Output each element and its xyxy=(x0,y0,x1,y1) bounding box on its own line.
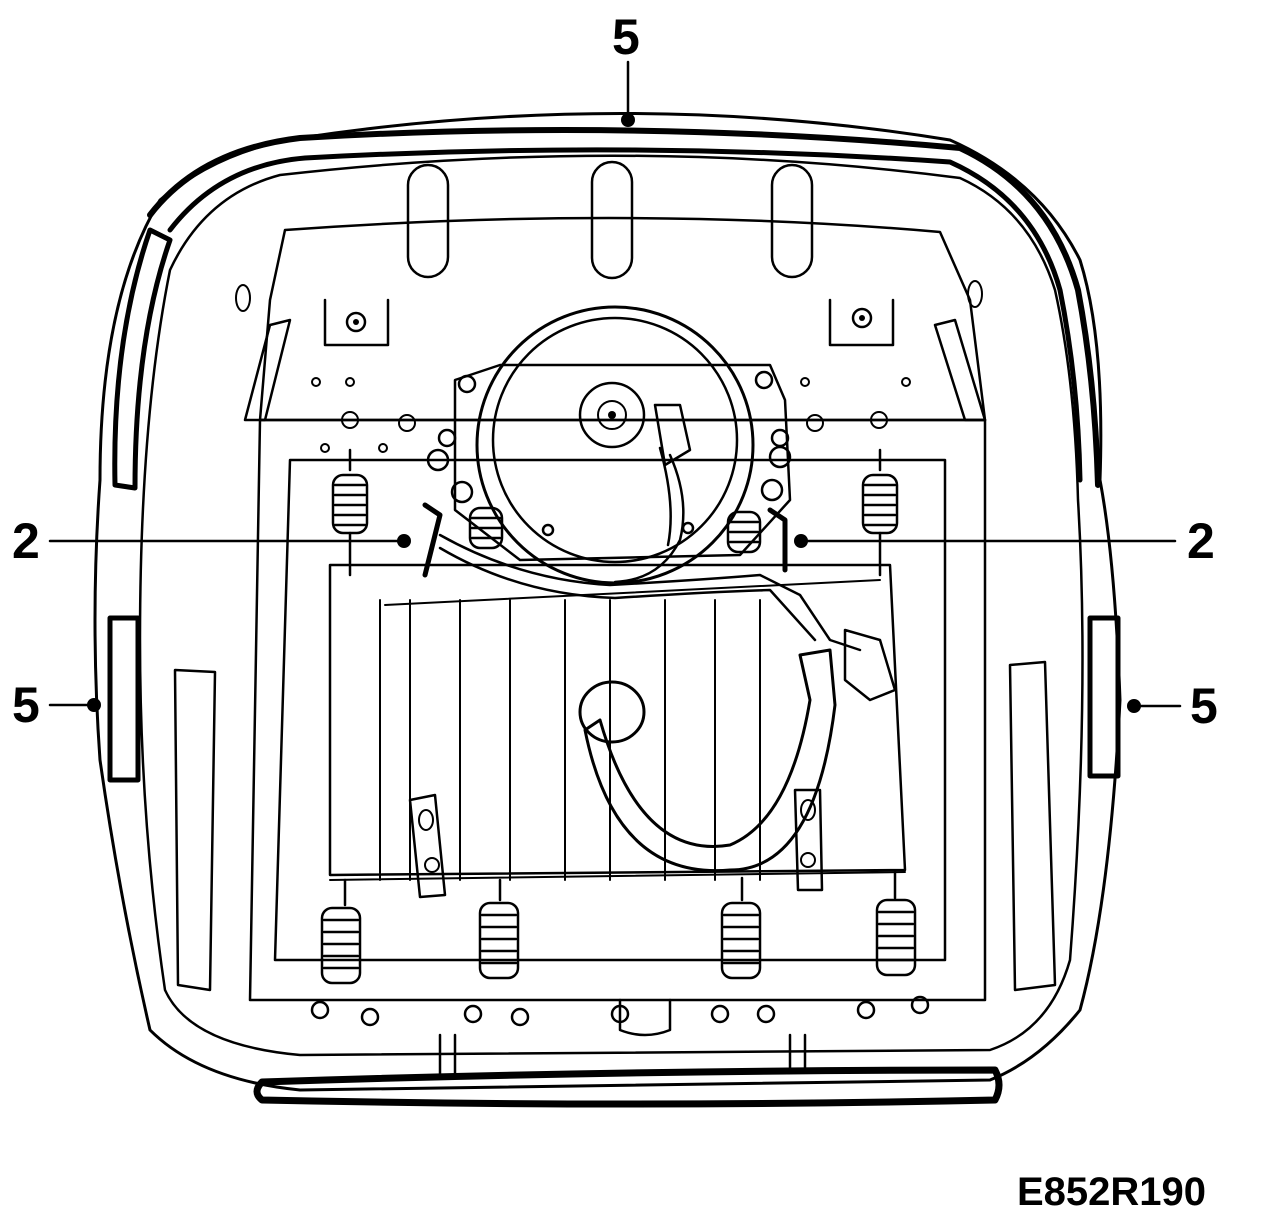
upper-tension-springs xyxy=(331,448,899,577)
right-side-trim-strip xyxy=(1087,615,1121,779)
hose-end-fitting xyxy=(578,680,646,744)
left-motor-clip xyxy=(422,502,443,578)
blower-motor-hub xyxy=(578,381,646,449)
mount-bolt-left xyxy=(345,311,367,333)
callout-left-mid: 2 xyxy=(12,513,40,569)
blower-motor-shaft xyxy=(597,400,627,430)
frame-side-left xyxy=(243,318,292,422)
bottom-trim-strip xyxy=(253,1066,1003,1108)
slot-hole-left xyxy=(235,284,251,312)
right-motor-clip xyxy=(767,507,788,573)
mount-bracket-left xyxy=(323,298,390,347)
left-upper-trim xyxy=(112,227,173,491)
blower-motor-inner-ring xyxy=(491,316,739,564)
motor-mount-bracket xyxy=(453,363,792,562)
bottom-tabs xyxy=(438,1033,807,1077)
figure-reference-code: E852R190 xyxy=(1016,1170,1206,1214)
motor-connector xyxy=(653,403,692,467)
lower-right-bracket xyxy=(793,788,824,892)
callout-right-low: 5 xyxy=(1190,678,1218,734)
callout-dots xyxy=(87,113,1141,713)
harness-connector xyxy=(843,628,897,702)
slot-hole-right xyxy=(967,280,983,308)
lower-tension-springs xyxy=(320,870,917,985)
mount-bracket-right xyxy=(828,298,895,347)
mount-bolt-right xyxy=(851,307,873,329)
air-hose xyxy=(583,648,837,873)
cushion-inner-rim xyxy=(138,154,1084,1057)
top-slot-center xyxy=(590,160,634,280)
top-trim-strip xyxy=(147,127,1101,488)
lower-left-bracket xyxy=(408,793,447,899)
blower-motor-housing xyxy=(475,305,755,585)
wiring-to-motor xyxy=(613,446,685,584)
wiring-harness xyxy=(438,533,862,652)
outer-wire-frame xyxy=(248,418,987,1002)
left-side-panel xyxy=(173,668,217,992)
upper-frame-plate xyxy=(258,216,987,422)
upper-frame-holes xyxy=(311,377,911,453)
top-trim-strip-inner xyxy=(167,147,1083,483)
callout-leader-lines xyxy=(48,60,1182,708)
right-side-panel xyxy=(1008,660,1057,992)
callout-top: 5 xyxy=(612,9,640,65)
lower-frame-holes xyxy=(310,995,930,1037)
seat-wire-grid-outline xyxy=(328,563,907,877)
callout-left-low: 5 xyxy=(12,677,40,733)
inner-wire-frame xyxy=(273,458,947,962)
left-side-trim-strip xyxy=(107,615,141,783)
callout-right-mid: 2 xyxy=(1187,513,1215,569)
cushion-outer-shell xyxy=(93,112,1122,1092)
